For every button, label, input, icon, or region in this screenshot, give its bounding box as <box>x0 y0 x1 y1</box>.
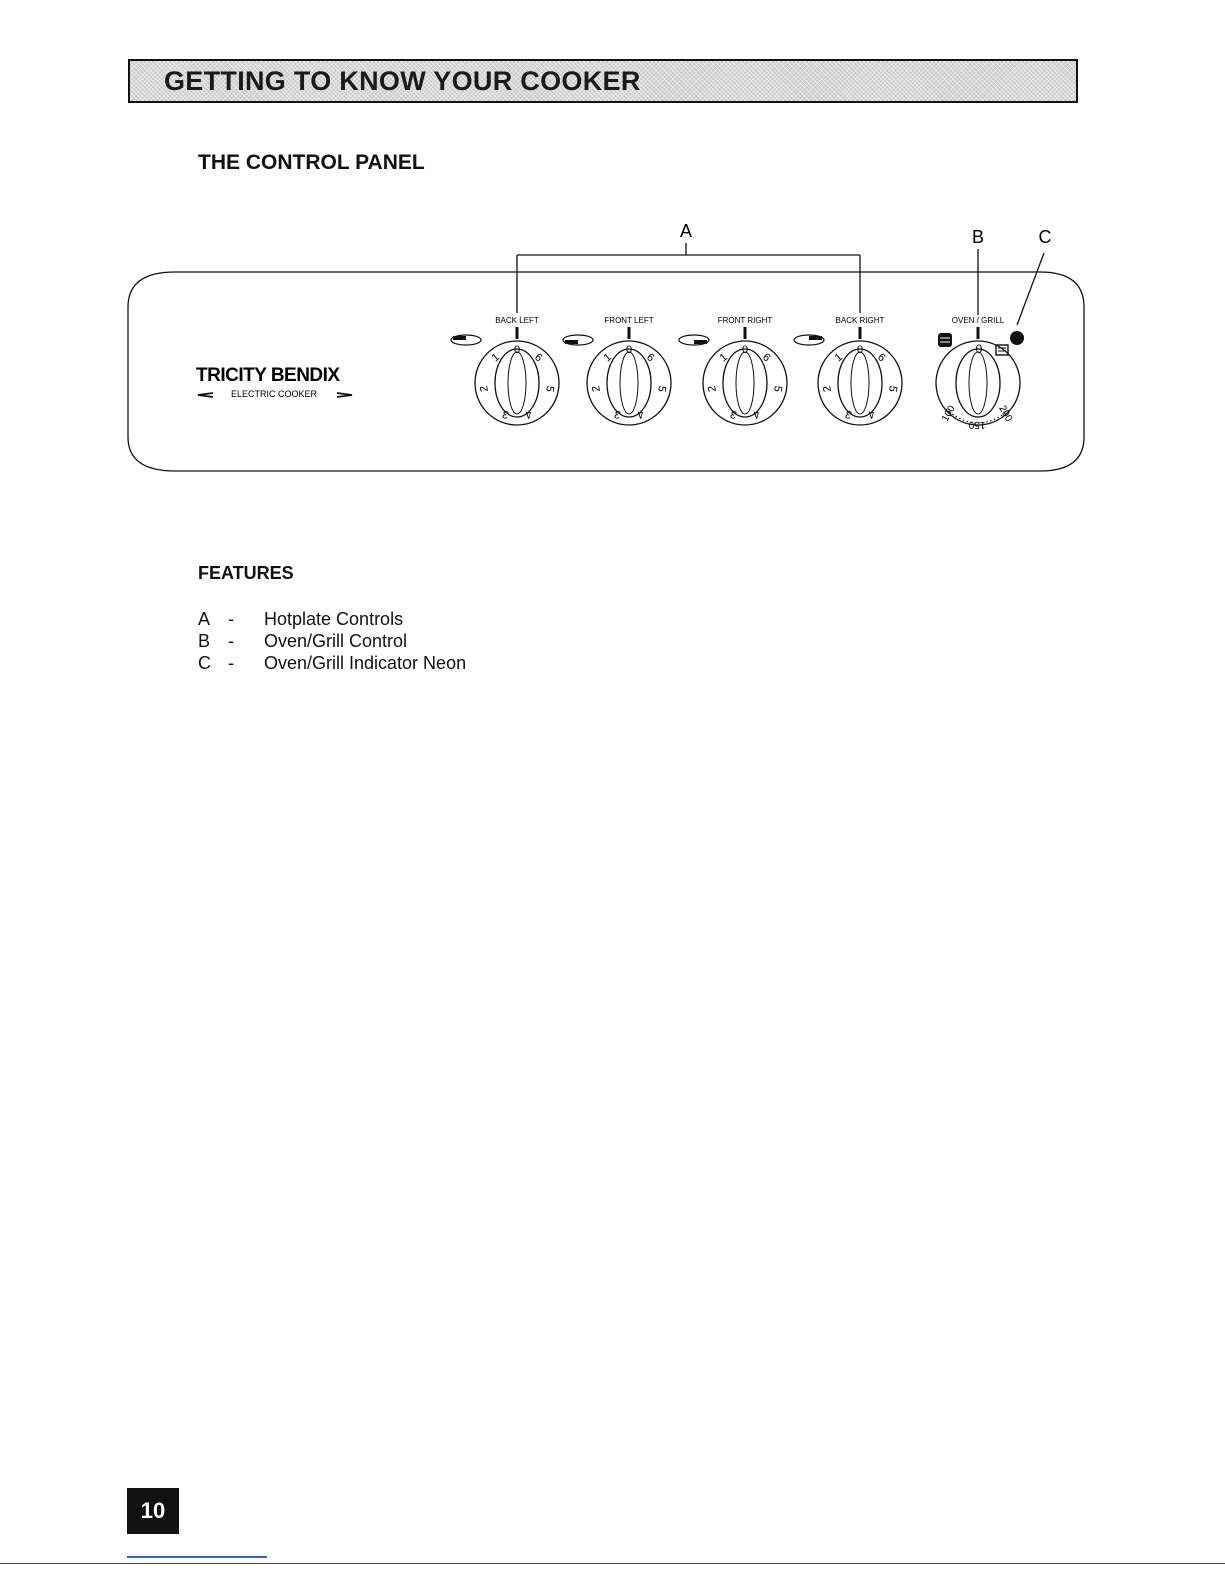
list-item: A - Hotplate Controls <box>198 608 466 630</box>
knob-label: FRONT LEFT <box>604 316 653 325</box>
oven-symbol-icon <box>938 333 952 347</box>
list-item: C - Oven/Grill Indicator Neon <box>198 652 466 674</box>
footer-rule <box>0 1563 1225 1564</box>
feature-dash: - <box>228 630 264 652</box>
oven-temp-mark: 150 <box>968 419 985 430</box>
feature-text: Oven/Grill Control <box>264 630 407 652</box>
brand-arrow-right-icon <box>337 393 352 397</box>
brand-logo: TRICITY BENDIX <box>196 365 340 386</box>
hotplate-position-fill <box>453 336 466 340</box>
knob-indicator-mark <box>516 327 519 339</box>
feature-letter: A <box>198 608 228 630</box>
knob-mark: 0 <box>626 344 632 356</box>
callout-a: A <box>680 221 692 241</box>
callout-c: C <box>1039 227 1052 247</box>
knob-label: BACK LEFT <box>495 316 539 325</box>
hotplate-position-fill <box>565 340 578 344</box>
header-banner: GETTING TO KNOW YOUR COOKER <box>128 59 1078 103</box>
control-panel-title: THE CONTROL PANEL <box>198 151 425 175</box>
knob-mark: 5 <box>543 385 556 393</box>
feature-text: Hotplate Controls <box>264 608 403 630</box>
knob-mark: 2 <box>706 385 719 393</box>
list-item: B - Oven/Grill Control <box>198 630 466 652</box>
knob-mark: 0 <box>742 344 748 356</box>
feature-dash: - <box>228 652 264 674</box>
knob-grip-inner <box>736 352 754 414</box>
indicator-neon-icon <box>1010 331 1024 345</box>
knob-grip-inner <box>851 352 869 414</box>
brand-subtitle: ELECTRIC COOKER <box>231 389 318 399</box>
knob-mark: 5 <box>655 385 668 393</box>
callout-lines <box>517 243 1044 325</box>
knob-grip-inner <box>508 352 526 414</box>
knob-mark: 5 <box>771 385 784 393</box>
oven-indicator-mark <box>977 327 980 339</box>
page-number: 10 <box>127 1488 179 1534</box>
hotplate-position-fill <box>694 340 707 344</box>
control-panel-diagram: A B C TRICITY BENDIX ELECTRIC COOKER BAC… <box>0 215 1225 485</box>
knob-mark: 5 <box>886 385 899 393</box>
hotplate-position-fill <box>809 336 822 340</box>
feature-text: Oven/Grill Indicator Neon <box>264 652 466 674</box>
knob-indicator-mark <box>744 327 747 339</box>
oven-zero-mark: 0 <box>976 342 983 356</box>
brand-arrow-left-icon <box>198 393 213 397</box>
knob-mark: 0 <box>514 344 520 356</box>
knob-mark: 2 <box>590 385 603 393</box>
knob-label: FRONT RIGHT <box>718 316 773 325</box>
features-list: A - Hotplate Controls B - Oven/Grill Con… <box>198 608 466 674</box>
page-heading: GETTING TO KNOW YOUR COOKER <box>164 66 641 97</box>
feature-dash: - <box>228 608 264 630</box>
knob-indicator-mark <box>859 327 862 339</box>
knob-mark: 2 <box>821 385 834 393</box>
feature-letter: C <box>198 652 228 674</box>
footer-link-rule <box>127 1556 267 1558</box>
knob-mark: 2 <box>478 385 491 393</box>
callout-b: B <box>972 227 984 247</box>
features-title: FEATURES <box>198 563 294 584</box>
oven-grill-label: OVEN / GRILL <box>952 316 1005 325</box>
oven-temp-mark: 200 <box>996 404 1014 424</box>
knob-grip-inner <box>620 352 638 414</box>
knob-mark: 0 <box>857 344 863 356</box>
feature-letter: B <box>198 630 228 652</box>
knob-label: BACK RIGHT <box>836 316 885 325</box>
knob-indicator-mark <box>628 327 631 339</box>
